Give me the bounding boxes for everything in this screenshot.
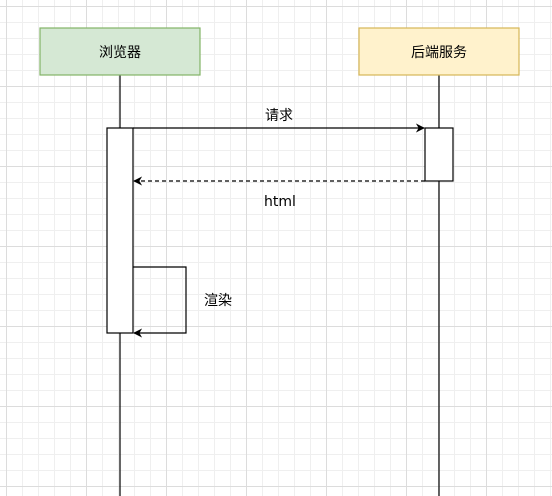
browser-activation-bar[interactable]: [106, 127, 134, 334]
backend-activation-bar[interactable]: [424, 127, 454, 182]
backend-box[interactable]: [358, 27, 520, 76]
browser-box[interactable]: [39, 27, 201, 76]
browser-participant[interactable]: 浏览器: [39, 27, 201, 76]
request-label: 请求: [265, 108, 293, 124]
backend-participant[interactable]: 后端服务: [358, 27, 520, 76]
render-self-arrow[interactable]: [133, 266, 187, 338]
browser-label: 浏览器: [99, 45, 141, 61]
render-label: 渲染: [204, 293, 232, 309]
backend-label: 后端服务: [411, 45, 467, 61]
response-label: html: [264, 194, 296, 210]
